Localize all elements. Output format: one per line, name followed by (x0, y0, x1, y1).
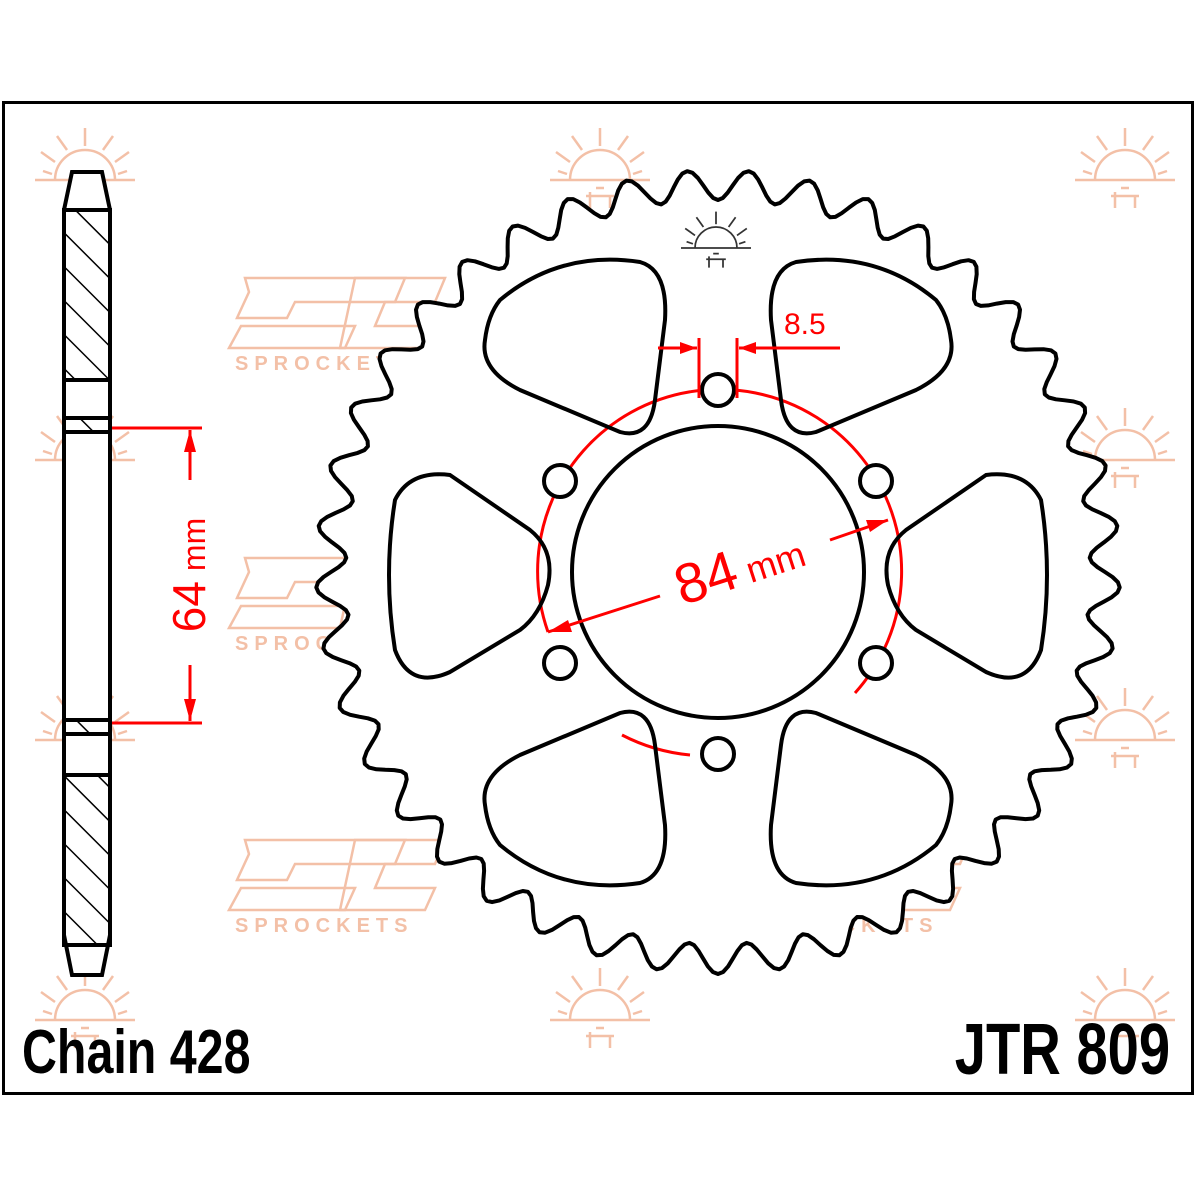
dimension-84mm (547, 518, 889, 634)
dimension-8-5-text: 8.5 (784, 308, 826, 341)
lightening-holes (387, 257, 1049, 888)
sprocket-side-profile (62, 170, 112, 977)
dimension-64mm (112, 426, 202, 725)
chain-size-label: Chain 428 (22, 1018, 251, 1087)
sun-watermark-icon (548, 966, 652, 1050)
center-bore (570, 424, 866, 720)
part-number-label: JTR 809 (954, 1010, 1170, 1090)
jt-logo-watermark-icon (227, 838, 447, 939)
sun-watermark-icon (1073, 126, 1177, 210)
sprocket-face (314, 169, 1122, 976)
pcd-circle (536, 387, 904, 695)
bolt-holes (542, 372, 894, 772)
dimension-64-text: 64mm (163, 518, 215, 632)
dimension-bolt-hole (658, 338, 840, 398)
